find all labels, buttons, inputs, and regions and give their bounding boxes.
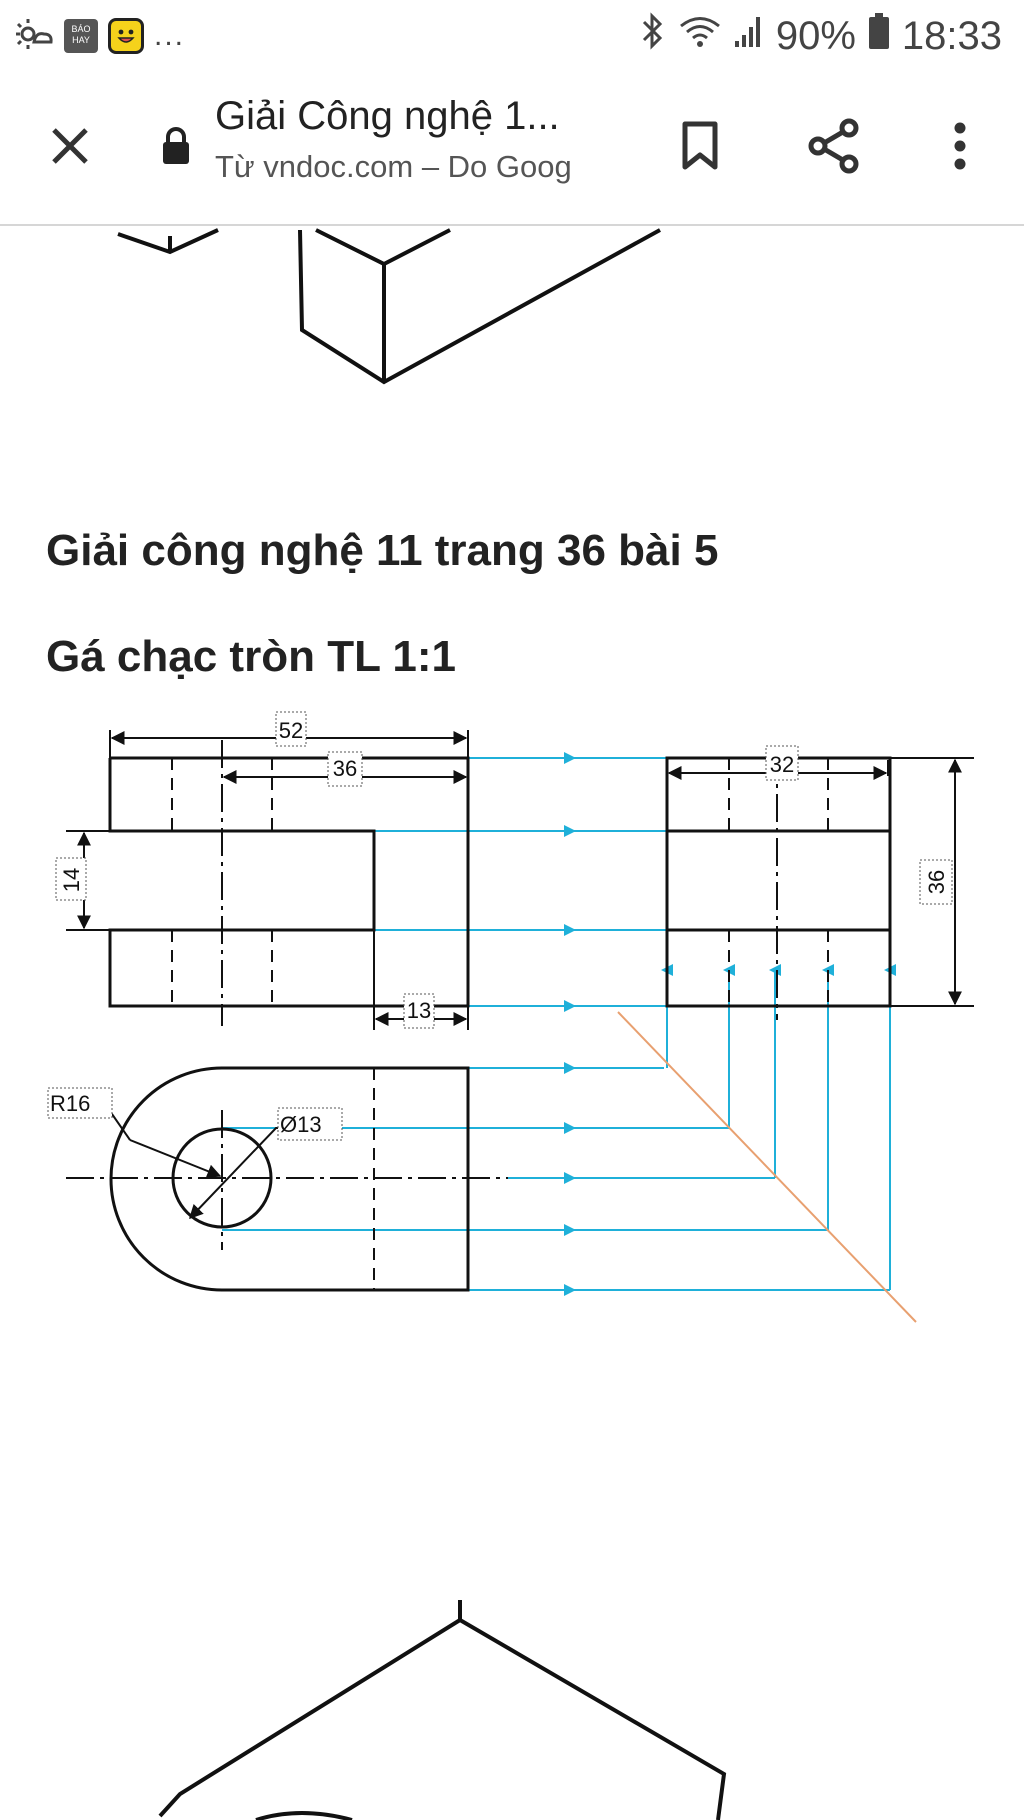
- lock-icon: [160, 126, 192, 171]
- clock-time: 18:33: [901, 13, 1002, 58]
- close-button[interactable]: [38, 116, 102, 180]
- isometric-drawing-bottom: [158, 1600, 727, 1820]
- isometric-drawing-top: [117, 228, 661, 385]
- projection-lines: [222, 752, 896, 1296]
- drawing-title: Gá chạc tròn TL 1:1: [46, 632, 456, 681]
- page-title: Giải Công nghệ 1...: [215, 94, 560, 138]
- dim-dia13: Ø13: [280, 1112, 322, 1137]
- battery-percent: 90%: [775, 13, 856, 58]
- signal-icon: [734, 11, 764, 61]
- bookmark-button[interactable]: [668, 116, 732, 180]
- status-right-icons: 90% 18:33: [640, 12, 1002, 60]
- wifi-icon: [678, 11, 722, 61]
- dim-52: 52: [279, 718, 303, 743]
- news-app-icon: BÁO HAY: [64, 19, 98, 53]
- dim-14: 14: [59, 868, 84, 892]
- side-view: [665, 756, 892, 1008]
- web-content: Giải công nghệ 11 trang 36 bài 5 Gá chạc…: [0, 226, 1024, 1820]
- more-vert-icon: [952, 120, 968, 177]
- dim-36-top: 36: [333, 756, 357, 781]
- page-info[interactable]: Giải Công nghệ 1... Từ vndoc.com – Do Go…: [215, 94, 635, 185]
- miter-line: [617, 1011, 917, 1323]
- front-view: [108, 756, 470, 1008]
- browser-toolbar: Giải Công nghệ 1... Từ vndoc.com – Do Go…: [0, 72, 1024, 226]
- section-heading: Giải công nghệ 11 trang 36 bài 5: [46, 526, 719, 575]
- close-icon: [48, 124, 92, 173]
- weather-sun-icon: [14, 14, 54, 59]
- battery-icon: [868, 11, 890, 61]
- bookmark-icon: [680, 121, 720, 176]
- dim-r16: R16: [50, 1091, 90, 1116]
- dim-32: 32: [770, 752, 794, 777]
- technical-drawing: 52 36 32 14 36 13 R16 Ø13: [47, 711, 974, 1323]
- page-source: Từ vndoc.com – Do Goog: [215, 149, 572, 184]
- dim-13: 13: [407, 998, 431, 1023]
- more-notifications-indicator: ...: [154, 19, 186, 52]
- share-button[interactable]: [802, 116, 866, 180]
- bluetooth-icon: [640, 11, 666, 61]
- emoji-app-icon: [108, 18, 144, 54]
- status-bar: BÁO HAY ...: [0, 0, 1024, 72]
- status-left-icons: BÁO HAY ...: [14, 12, 185, 60]
- site-security-button[interactable]: [158, 124, 194, 172]
- dim-36-side: 36: [924, 870, 949, 894]
- more-options-button[interactable]: [928, 116, 992, 180]
- share-icon: [806, 118, 862, 179]
